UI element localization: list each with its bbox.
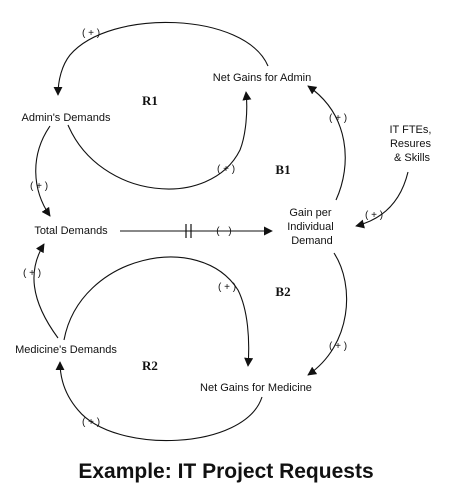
polarity-gain-to-admin: ( + ) [329, 113, 347, 124]
link-it-resources-to-gain [355, 171, 409, 229]
diagram-caption: Example: IT Project Requests [78, 460, 373, 483]
link-medicine-demands-to-total [33, 243, 59, 339]
node-total-demands: Total Demands [34, 225, 108, 237]
polarity-bottom-arc: ( + ) [82, 417, 100, 428]
polarity-it-to-gain: ( + ) [365, 210, 383, 221]
polarity-med-top-arc: ( + ) [218, 282, 236, 293]
link-admin-demands-to-admin-gains [67, 91, 252, 190]
node-it-resources: IT FTEs, Resures & Skills [389, 124, 434, 164]
polarity-total-to-gain: ( - ) [216, 226, 232, 237]
polarity-admin-to-total: ( + ) [30, 181, 48, 192]
node-net-gains-admin: Net Gains for Admin [213, 72, 311, 84]
link-gain-to-admin-gains [307, 85, 346, 201]
link-admin-demands-to-total [35, 125, 51, 217]
node-net-gains-medicine: Net Gains for Medicine [200, 382, 312, 394]
polarity-gain-to-medicine: ( + ) [329, 341, 347, 352]
link-medicine-gains-to-medicine-demands [55, 361, 263, 442]
polarity-admin-gain-return: ( + ) [217, 164, 235, 175]
link-admin-gains-to-admin-demands [53, 21, 269, 96]
loop-label-b2: B2 [275, 284, 290, 299]
polarity-top-arc: ( + ) [82, 28, 100, 39]
node-gain-per-demand: Gain per Individual Demand [287, 207, 337, 247]
polarity-medicine-to-total: ( + ) [23, 268, 41, 279]
node-medicines-demands: Medicine's Demands [15, 344, 117, 356]
node-admins-demands: Admin's Demands [22, 112, 111, 124]
link-medicine-demands-to-medicine-gains [63, 256, 254, 367]
loop-label-r2: R2 [142, 358, 158, 373]
loop-label-b1: B1 [275, 162, 290, 177]
loop-label-r1: R1 [142, 93, 158, 108]
link-gain-to-medicine-gains [307, 252, 348, 376]
